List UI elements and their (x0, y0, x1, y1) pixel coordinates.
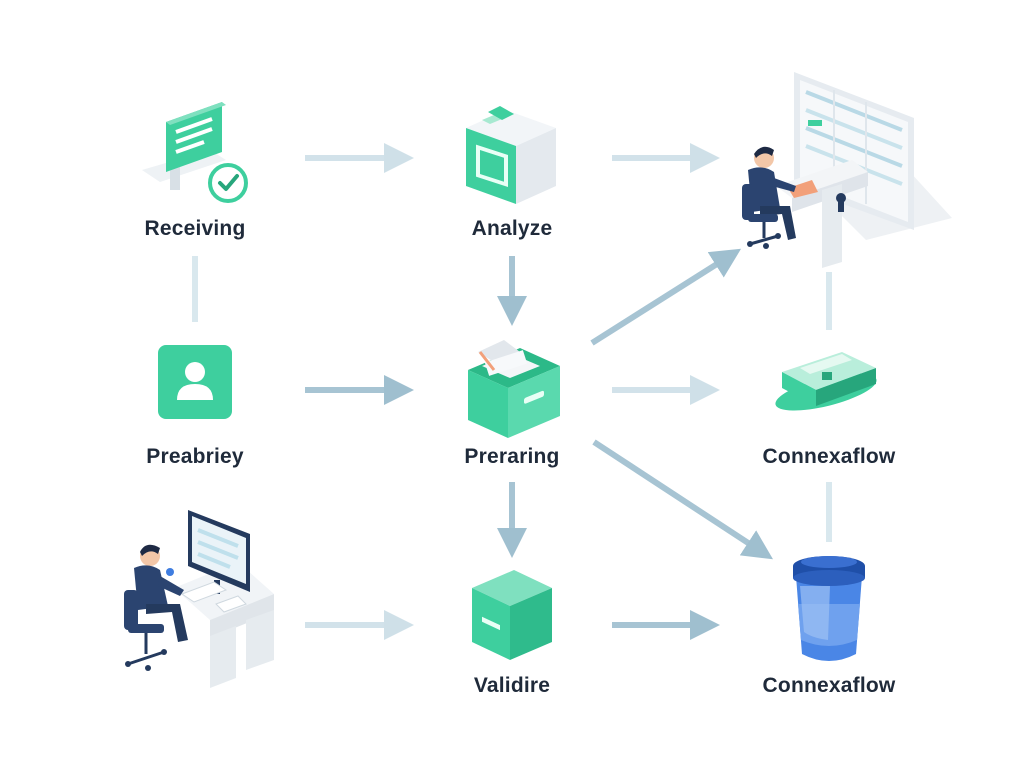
node-label-preraring: Preraring (464, 445, 560, 468)
open-box-icon (466, 106, 556, 204)
green-cube-icon (472, 570, 552, 660)
database-cup-icon (793, 556, 865, 661)
node-label-preabriey: Preabriey (146, 445, 244, 468)
node-label-validire: Validire (473, 674, 551, 697)
node-label-connexaflow-1: Connexaflow (762, 445, 896, 468)
node-label-connexaflow-2: Connexaflow (762, 674, 896, 697)
node-label-receiving: Receiving (144, 217, 246, 240)
file-box-icon (468, 340, 560, 438)
green-book-icon (775, 352, 877, 411)
node-label-analyze: Analyze (471, 217, 553, 240)
edge-preraring-connexaflow-2 (592, 439, 774, 560)
user-card-icon (158, 345, 232, 419)
edge-preraring-workstation-top (590, 248, 742, 346)
document-check-icon (142, 102, 248, 203)
person-at-dashboard-desk-icon (742, 72, 952, 268)
person-at-computer-desk-icon (124, 510, 274, 688)
